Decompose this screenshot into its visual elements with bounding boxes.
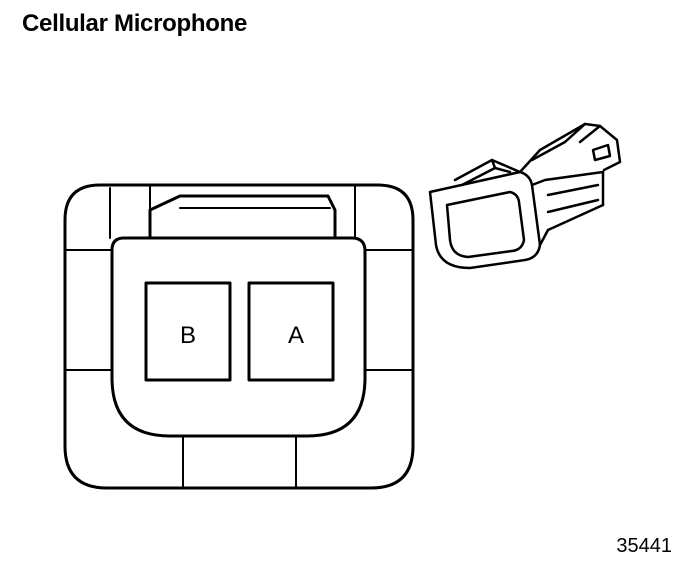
connector-outer-shell: [63, 183, 415, 490]
page-title: Cellular Microphone: [22, 10, 247, 37]
connector-latch: [148, 194, 337, 240]
connector-inner-housing: [110, 236, 367, 438]
connector-isometric-view: [428, 122, 622, 270]
pin-cavity-a: [247, 281, 335, 382]
pin-label-a: A: [288, 322, 304, 349]
connector-face-view: [63, 183, 415, 490]
figure-id: 35441: [616, 535, 672, 557]
pin-cavity-b: [144, 281, 232, 382]
pin-label-b: B: [180, 322, 196, 349]
